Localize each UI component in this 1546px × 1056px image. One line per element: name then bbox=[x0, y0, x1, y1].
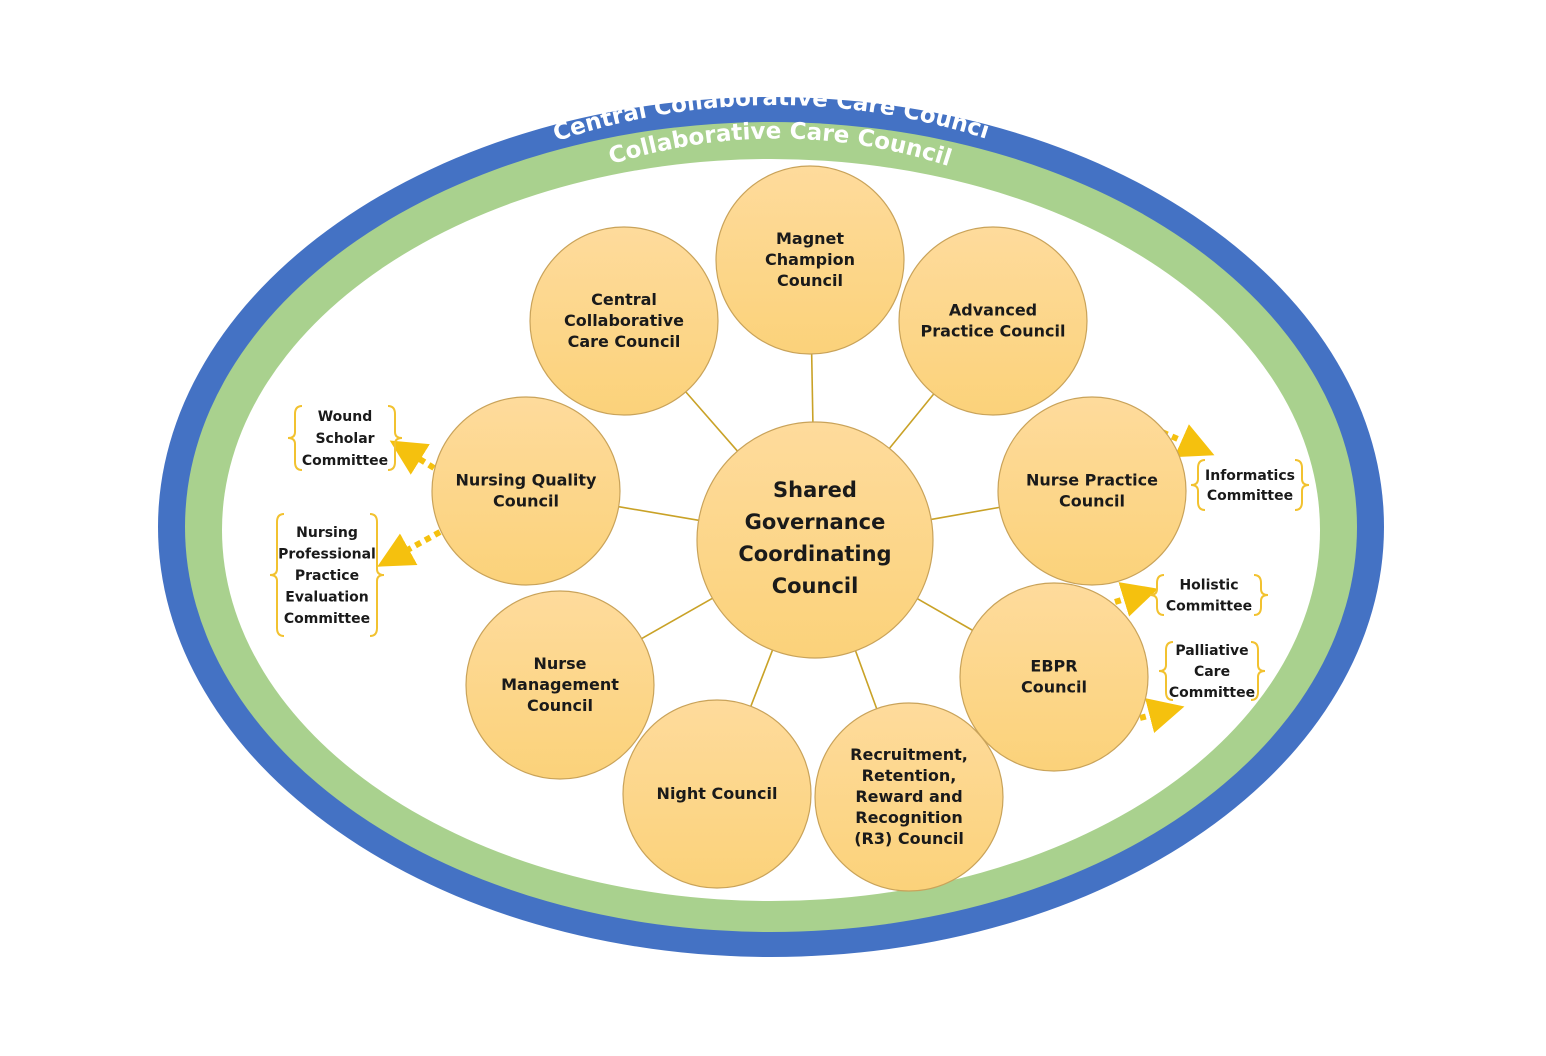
council-magnet-label-line: Magnet bbox=[776, 229, 844, 248]
council-ebpr-circle bbox=[959, 582, 1149, 772]
committee-label-line: Informatics bbox=[1205, 468, 1295, 484]
council-central-collaborative-label-line: Care Council bbox=[568, 332, 681, 351]
center-council-label-line: Shared bbox=[773, 478, 857, 502]
council-magnet-label-line: Champion bbox=[765, 250, 855, 269]
council-nurse-management-label-line: Nurse bbox=[533, 654, 586, 673]
connector-night bbox=[750, 649, 774, 707]
council-nursing-quality-label-line: Council bbox=[493, 492, 559, 511]
council-r3-circle bbox=[814, 702, 1004, 892]
council-nurse-management-label-line: Management bbox=[501, 675, 619, 694]
council-nurse-management-label-line: Council bbox=[527, 696, 593, 715]
committee-label-line: Holistic bbox=[1179, 578, 1238, 594]
connector-nurse-management bbox=[641, 597, 713, 640]
council-advanced-practice-circle bbox=[898, 226, 1088, 416]
council-central-collaborative-label-line: Collaborative bbox=[564, 311, 684, 330]
committee-label-line: Care bbox=[1194, 664, 1230, 680]
committee-label-line: Evaluation bbox=[285, 590, 368, 606]
center-council-circle bbox=[696, 421, 934, 659]
council-ebpr-label-line: Council bbox=[1021, 678, 1087, 697]
arrow-to-nursing-ppe bbox=[377, 529, 442, 567]
committee-label-line: Committee bbox=[302, 453, 388, 469]
committee-nursing-ppe: NursingProfessionalPracticeEvaluationCom… bbox=[269, 513, 385, 637]
right-brace-icon bbox=[1294, 459, 1310, 511]
connector-r3 bbox=[854, 650, 878, 709]
committee-label-line: Committee bbox=[284, 611, 370, 627]
connector-lines bbox=[618, 353, 1000, 709]
council-r3-label-line: Reward and bbox=[855, 787, 962, 806]
committee-arrows bbox=[377, 424, 1215, 733]
left-brace-icon bbox=[1190, 459, 1206, 511]
left-brace-icon bbox=[269, 513, 285, 637]
council-r3: Recruitment, Retention, Reward andRecognit… bbox=[814, 702, 1004, 892]
council-advanced-practice-label-line: Advanced bbox=[949, 301, 1037, 320]
left-brace-icon bbox=[287, 405, 303, 471]
council-central-collaborative-circle bbox=[529, 226, 719, 416]
committee-label-line: Committee bbox=[1207, 488, 1293, 504]
council-nurse-practice-circle bbox=[997, 396, 1187, 586]
connector-ebpr bbox=[916, 597, 973, 631]
council-nursing-quality-circle bbox=[431, 396, 621, 586]
council-night-circle bbox=[622, 699, 812, 889]
council-night: Night Council bbox=[622, 699, 812, 889]
committee-label-line: Committee bbox=[1166, 599, 1252, 615]
right-brace-icon bbox=[1253, 574, 1269, 616]
council-nurse-practice-label-line: Nurse Practice bbox=[1026, 471, 1158, 490]
connector-nurse-practice bbox=[931, 506, 1000, 521]
arrow-to-palliative-care bbox=[1139, 698, 1185, 733]
left-brace-icon bbox=[1158, 641, 1174, 701]
committee-label-line: Practice bbox=[295, 568, 359, 584]
committee-label-line: Professional bbox=[278, 547, 376, 563]
committee-label-line: Committee bbox=[1169, 685, 1255, 701]
council-r3-label-line: Retention, bbox=[862, 766, 957, 785]
council-nurse-management-circle bbox=[465, 590, 655, 780]
council-magnet-label-line: Council bbox=[777, 271, 843, 290]
committee-label-line: Scholar bbox=[315, 431, 374, 447]
council-r3-label-line: Recognition bbox=[855, 808, 963, 827]
right-brace-icon bbox=[1250, 641, 1266, 701]
council-r3-label-line: (R3) Council bbox=[854, 829, 964, 848]
connector-magnet bbox=[810, 353, 814, 423]
council-ebpr: EBPR Council bbox=[959, 582, 1149, 772]
committee-label-line: Nursing bbox=[296, 525, 358, 541]
center-council-label-line: Council bbox=[772, 574, 859, 598]
left-brace-icon bbox=[1149, 574, 1165, 616]
council-magnet-circle bbox=[715, 165, 905, 355]
council-advanced-practice-label-line: Practice Council bbox=[921, 322, 1066, 341]
council-r3-label-line: Recruitment, bbox=[850, 745, 968, 764]
connector-central-collaborative bbox=[685, 391, 739, 452]
center-council-label-line: Governance bbox=[745, 510, 886, 534]
committee-notes: WoundScholarCommitteeNursingProfessional… bbox=[269, 405, 1310, 701]
council-ebpr-label-line: EBPR bbox=[1030, 657, 1077, 676]
committee-label-line: Wound bbox=[318, 409, 373, 425]
right-brace-icon bbox=[369, 513, 385, 637]
council-nurse-practice-label-line: Council bbox=[1059, 492, 1125, 511]
right-brace-icon bbox=[387, 405, 403, 471]
arrow-to-holistic bbox=[1114, 582, 1159, 617]
council-central-collaborative-label-line: Central bbox=[591, 290, 657, 309]
council-bubbles: SharedGovernanceCoordinatingCouncilMagne… bbox=[431, 165, 1187, 892]
center-council-label-line: Coordinating bbox=[738, 542, 891, 566]
committee-label-line: Palliative bbox=[1175, 643, 1248, 659]
arrow-to-wound-scholar bbox=[389, 440, 436, 475]
connector-nursing-quality bbox=[618, 505, 699, 522]
council-nursing-quality-label-line: Nursing Quality bbox=[456, 471, 598, 490]
council-night-label-line: Night Council bbox=[657, 784, 778, 803]
connector-advanced-practice bbox=[888, 393, 935, 449]
